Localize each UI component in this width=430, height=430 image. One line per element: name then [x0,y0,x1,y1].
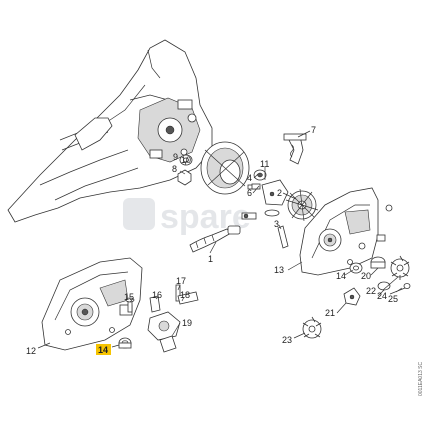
callout-7: 7 [311,125,316,135]
callout-21: 21 [325,308,335,318]
callout-14-left: 14 [98,345,108,355]
callout-6: 6 [247,188,252,198]
callout-16: 16 [152,290,162,300]
bracket-part-11 [251,179,289,217]
pin-part-3 [277,225,289,249]
sprocket-cover-13 [299,187,393,276]
callout-8: 8 [172,164,177,174]
callout-13: 13 [274,265,284,275]
callout-11: 11 [260,159,269,169]
callout-4: 4 [247,173,252,183]
callout-19: 19 [182,318,192,328]
callout-labels: 7 11 4 8 9 10 6 2 3 1 13 14 20 22 24 25 … [26,125,398,356]
callout-15: 15 [124,292,134,302]
side-cover-12 [41,257,143,351]
drawing-reference: 0011EA013 SC [418,362,424,396]
highlighted-part-14 [118,337,132,349]
callout-9: 9 [173,152,178,162]
callout-12: 12 [26,346,36,356]
callout-14-right: 14 [336,271,346,281]
callout-23: 23 [282,335,292,345]
hose-part-1 [189,212,257,253]
highlight-box-14 [96,344,111,355]
gear-part-2 [285,188,319,222]
sprocket-parts [302,255,411,339]
ignition-flywheel [177,141,267,195]
callout-2: 2 [277,188,282,198]
callout-25: 25 [388,294,398,304]
callout-3: 3 [274,219,279,229]
motor-housing [7,39,213,223]
callout-22: 22 [366,286,376,296]
leader-lines [37,130,406,349]
callout-1: 1 [208,254,213,264]
callout-24: 24 [377,291,387,301]
callout-20: 20 [361,271,371,281]
callout-17: 17 [176,276,186,286]
tensioner-parts [125,284,199,353]
callout-10: 10 [181,155,191,165]
spring-part-7 [283,133,307,165]
callout-18: 18 [180,290,190,300]
